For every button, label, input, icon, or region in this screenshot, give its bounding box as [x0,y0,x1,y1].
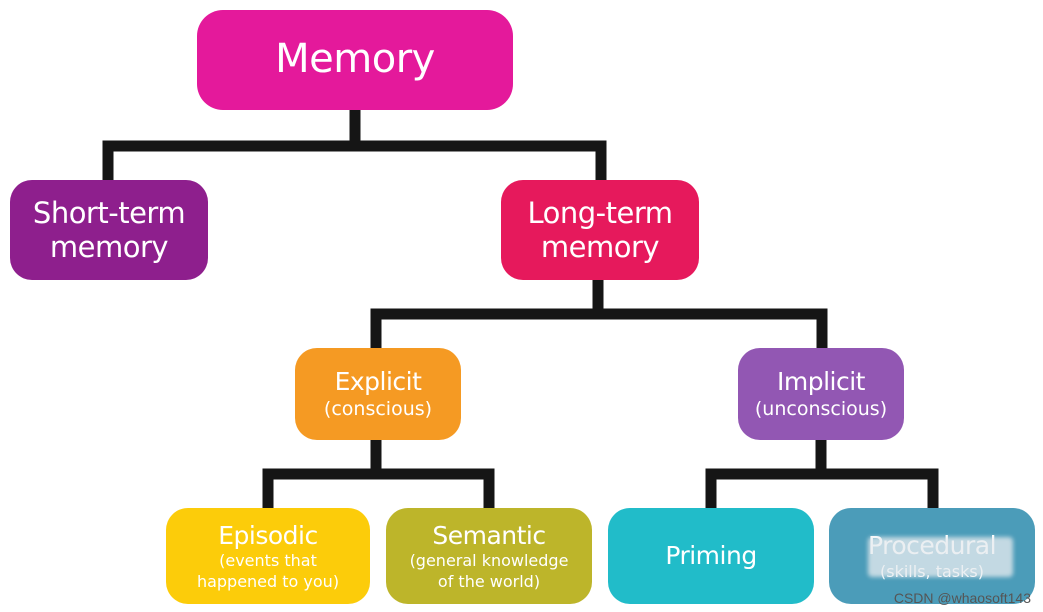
episodic-memory-node: Episodic (events that happened to you) [166,508,370,604]
semantic-sublabel-line1: (general knowledge [409,551,569,571]
explicit-sublabel: (conscious) [323,397,433,420]
long-term-label-line1: Long-term [527,195,673,230]
semantic-sublabel-line2: of the world) [437,571,541,591]
memory-node: Memory [197,10,513,110]
connector-memory-children [102,102,607,188]
semantic-memory-node: Semantic (general knowledge of the world… [386,508,592,604]
priming-memory-node: Priming [608,508,814,604]
long-term-memory-node: Long-term memory [501,180,699,280]
connector-implicit-children [705,432,939,516]
short-term-label-line1: Short-term [32,195,186,230]
watermark-text: CSDN @whaosoft143 [893,590,1031,606]
episodic-sublabel-line2: happened to you) [196,571,340,591]
short-term-label-line2: memory [49,230,169,264]
priming-label: Priming [665,541,757,571]
implicit-label: Implicit [777,367,865,397]
implicit-sublabel: (unconscious) [754,397,888,420]
connector-longterm-children [370,272,828,356]
watermark-blur-overlay [868,537,1013,577]
connector-explicit-children [262,432,495,516]
episodic-sublabel-line1: (events that [219,551,317,571]
memory-label: Memory [275,36,435,83]
explicit-label: Explicit [334,367,422,397]
implicit-memory-node: Implicit (unconscious) [738,348,904,440]
semantic-label: Semantic [432,520,546,550]
short-term-memory-node: Short-term memory [10,180,208,280]
episodic-label: Episodic [218,520,318,550]
long-term-label-line2: memory [540,230,660,264]
explicit-memory-node: Explicit (conscious) [295,348,461,440]
